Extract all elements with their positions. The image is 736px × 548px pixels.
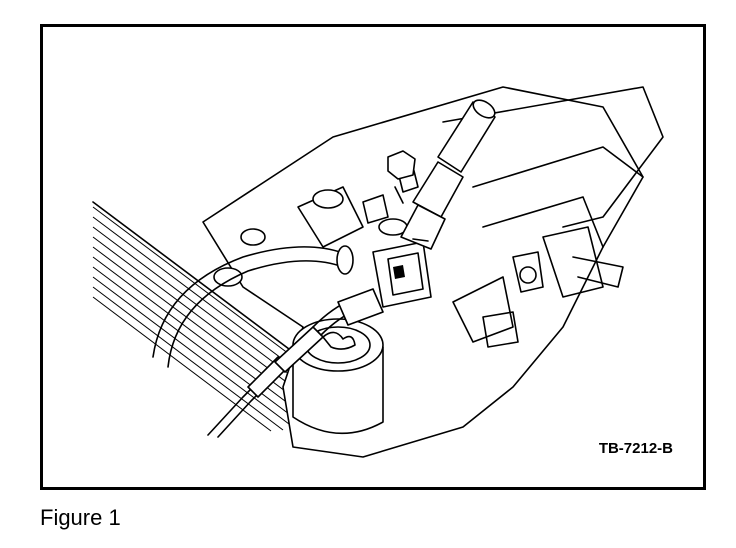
sensor-cable xyxy=(207,298,359,438)
figure-caption: Figure 1 xyxy=(40,505,121,530)
hex-fitting xyxy=(387,150,416,204)
large-hose xyxy=(152,245,354,368)
figure-frame: TB-7212-B xyxy=(40,24,706,490)
ribbed-hose xyxy=(92,201,294,432)
figure-reference-code: TB-7212-B xyxy=(598,440,673,457)
probe-tool xyxy=(400,99,496,250)
sensor-body xyxy=(337,241,432,326)
engine-illustration xyxy=(92,86,664,458)
canister xyxy=(292,318,384,435)
